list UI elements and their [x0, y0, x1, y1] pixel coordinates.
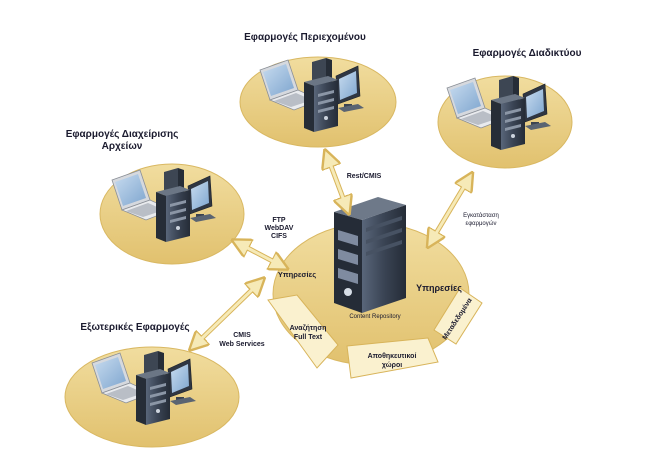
- node-content-apps: Εφαρμογές Περιεχομένου: [239, 32, 397, 148]
- label-cmis: CMIS: [233, 332, 251, 339]
- node-title: Εξωτερικές Εφαρμογές: [80, 322, 189, 333]
- node-web-apps: Εφαρμογές Διαδικτύου: [437, 48, 582, 169]
- svg-text:Αναζήτηση: Αναζήτηση: [290, 325, 327, 332]
- services-right-label: Υπηρεσίες: [416, 283, 462, 293]
- connection-labels: Rest/CMIS FTP WebDAV CIFS CMIS Web Servi…: [219, 173, 499, 348]
- label-ftp: FTP: [272, 217, 286, 224]
- node-external-apps: Εξωτερικές Εφαρμογές: [64, 322, 240, 448]
- services-left-label: Υπηρεσίες: [278, 270, 316, 279]
- label-rest-cmis: Rest/CMIS: [347, 173, 382, 180]
- repository-server-icon: [334, 197, 406, 313]
- node-file-management-apps: Εφαρμογές Διαχείρισης Αρχείων: [66, 129, 245, 265]
- label-cifs: CIFS: [271, 233, 287, 240]
- node-title: Εφαρμογές Περιεχομένου: [244, 32, 366, 43]
- svg-text:Αποθηκευτικοί: Αποθηκευτικοί: [368, 353, 417, 360]
- label-web-services: Web Services: [219, 341, 265, 348]
- label-install-line2: εφαρμογών: [466, 221, 497, 227]
- label-webdav: WebDAV: [265, 225, 294, 232]
- svg-text:χώροι: χώροι: [382, 362, 402, 369]
- connection-arrows: [196, 158, 468, 344]
- segment-storage: Αποθηκευτικοί χώροι: [346, 337, 439, 379]
- svg-text:Full Text: Full Text: [294, 334, 323, 341]
- segment-fulltext-search: Αναζήτηση Full Text: [267, 294, 339, 369]
- node-title: Εφαρμογές Διαδικτύου: [473, 48, 582, 59]
- node-title-line2: Αρχείων: [102, 141, 143, 152]
- node-title-line1: Εφαρμογές Διαχείρισης: [66, 129, 179, 140]
- content-repository-hub: Αναζήτηση Full Text Αποθηκευτικοί χώροι …: [267, 197, 483, 379]
- label-install-line1: Εγκατάσταση: [463, 212, 499, 219]
- repository-label: Content Repository: [349, 314, 400, 320]
